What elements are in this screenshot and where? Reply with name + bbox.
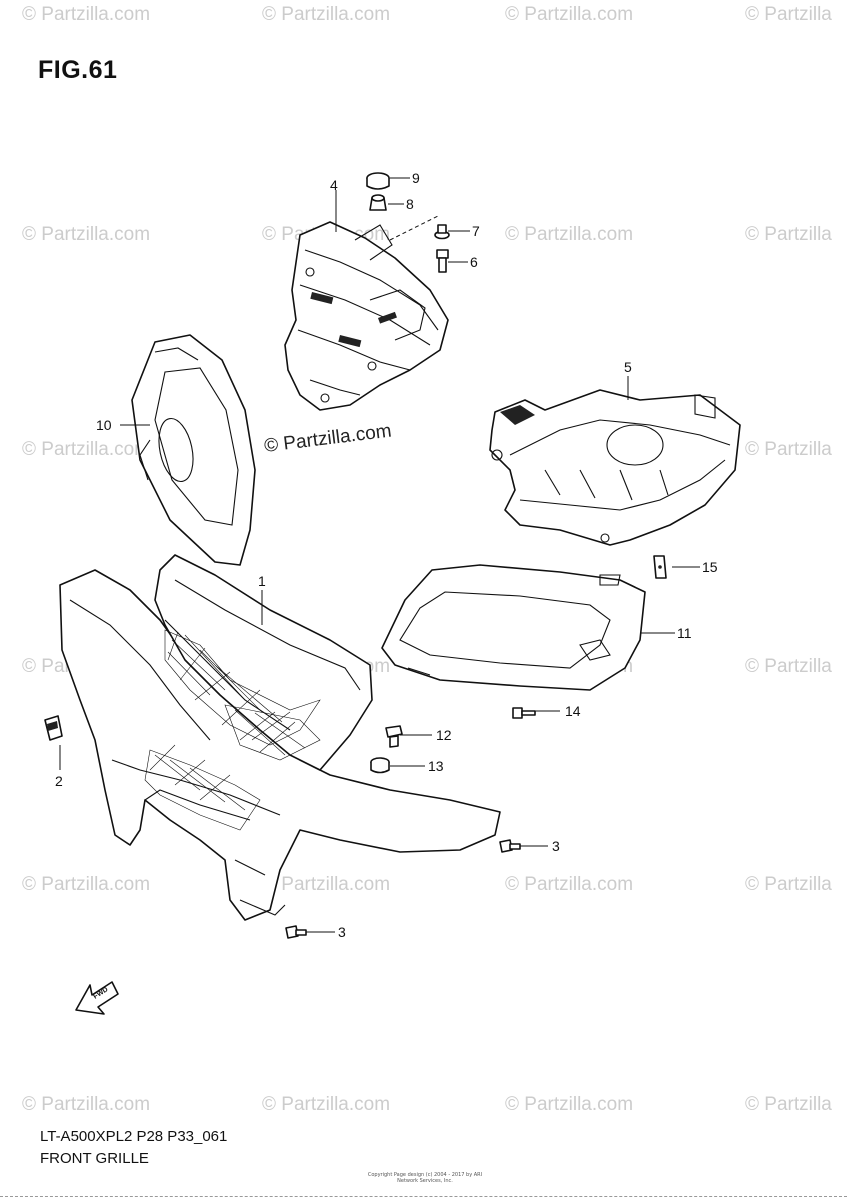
watermark: © Partzilla.com [22,224,150,245]
part-8-collar [369,194,387,211]
callout-11: 11 [677,625,692,641]
part-3-screw [285,925,307,939]
callout-3: 3 [552,838,560,854]
part-10-headlight-bezel [131,334,256,566]
callout-4: 4 [330,177,338,193]
watermark-center: © Partzilla.com [263,421,393,457]
callout-6: 6 [470,254,478,270]
watermark: © Partzilla.com [22,874,150,895]
model-code: LT-A500XPL2 P28 P33_061 [40,1128,228,1145]
part-12-bolt [385,725,403,748]
watermark: © Partzilla [745,224,832,245]
callout-13: 13 [428,758,444,774]
page-divider [0,1196,847,1197]
callout-15: 15 [702,559,718,575]
watermark: © Partzilla [745,656,832,677]
watermark: © Partzilla [745,1094,832,1115]
part-3-screw [499,839,521,853]
watermark: © Partzilla.com [22,1094,150,1115]
watermark: © Partzilla.com [22,439,150,460]
callout-14: 14 [565,703,581,719]
callout-9: 9 [412,170,420,186]
callout-1: 1 [258,573,266,589]
callout-2: 2 [55,773,63,789]
figure-title: FIG.61 [38,56,118,84]
watermark: © Partzilla [745,874,832,895]
part-11-grille-cover [381,564,646,691]
watermark: © Partzilla.com [262,4,390,25]
callout-10: 10 [96,417,112,433]
figure-caption: FRONT GRILLE [40,1150,149,1167]
watermark: © Partzilla.com [22,4,150,25]
part-4-front-bracket [284,221,449,411]
callout-12: 12 [436,727,452,743]
watermark: © Partzilla.com [505,874,633,895]
part-6-bolt [436,249,449,273]
copyright-notice: Copyright Page design (c) 2004 - 2017 by… [367,1172,483,1184]
part-1-front-grille [59,554,501,921]
callout-labels: 4 9 8 7 6 5 10 1 15 11 14 12 13 3 3 2 [55,170,718,940]
callout-3: 3 [338,924,346,940]
watermark: © Partzilla.com [505,1094,633,1115]
callout-7: 7 [472,223,480,239]
part-9-cushion [366,172,390,190]
watermark: © Partzilla.com [505,4,633,25]
forward-direction-arrow: FWD [75,981,119,1015]
part-14-screw [512,707,536,719]
part-13-cushion [370,757,390,774]
part-15-nut [653,555,667,579]
watermark: © Partzilla.com [262,874,390,895]
callout-5: 5 [624,359,632,375]
watermark: © Partzilla.com [262,1094,390,1115]
part-2-clip [44,715,63,741]
watermark: © Partzilla [745,439,832,460]
callout-8: 8 [406,196,414,212]
watermark: © Partzilla.com [505,224,633,245]
leader-lines [59,177,700,933]
part-7-washer [434,224,450,240]
watermark: © Partzilla [745,4,832,25]
part-5-lower-cover [489,389,741,546]
